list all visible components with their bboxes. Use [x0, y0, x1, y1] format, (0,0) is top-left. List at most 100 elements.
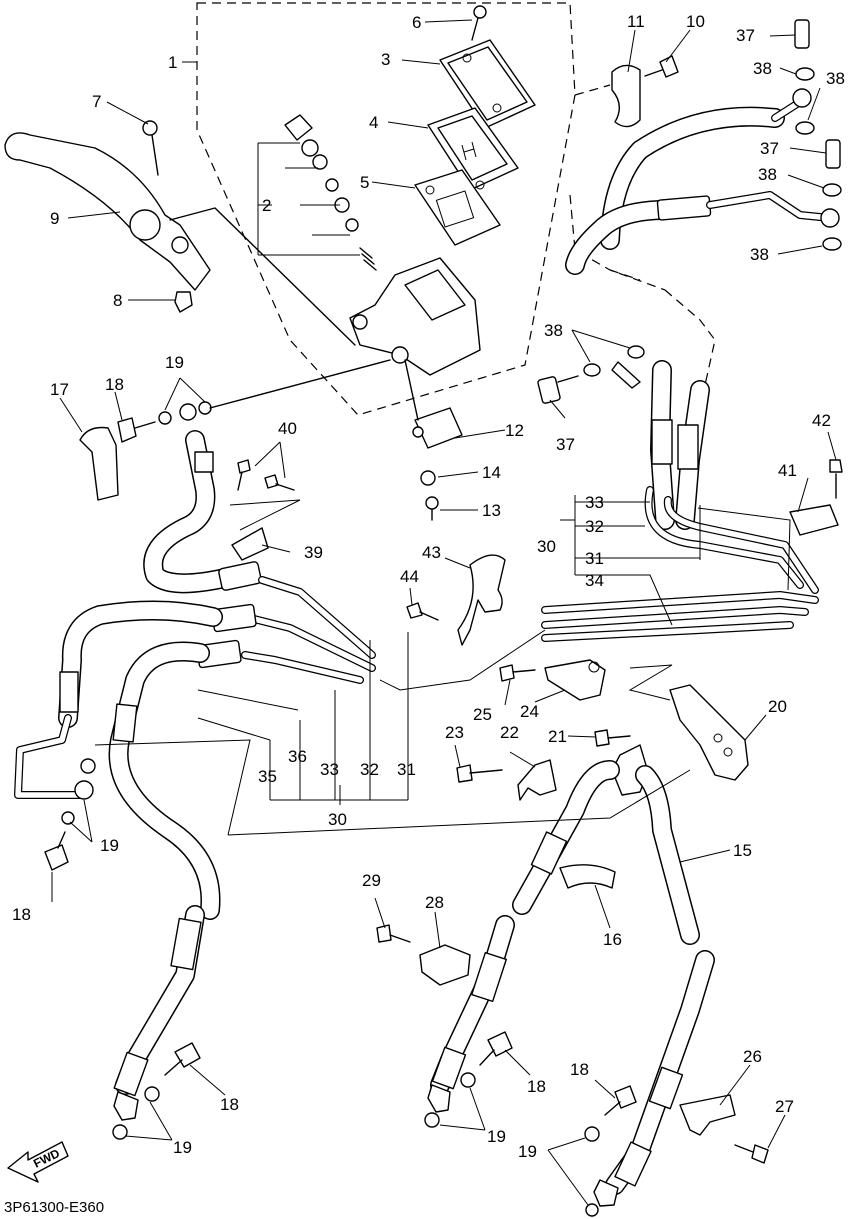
callout-4[interactable]: 4 [369, 113, 378, 132]
callout-10[interactable]: 10 [686, 12, 705, 31]
callout-26[interactable]: 26 [743, 1047, 762, 1066]
callout-34[interactable]: 34 [585, 571, 604, 590]
callout-15[interactable]: 15 [733, 841, 752, 860]
callout-19-lower-c[interactable]: 19 [518, 1142, 537, 1161]
callout-19-lower-a[interactable]: 19 [173, 1138, 192, 1157]
bolt-40 [237, 459, 295, 491]
brake-hose-right-d [593, 950, 715, 1207]
callout-42[interactable]: 42 [812, 411, 831, 430]
union-bolt-18-top [117, 417, 156, 443]
lever-nut-8 [174, 291, 193, 313]
callout-3[interactable]: 3 [381, 50, 390, 69]
callout-11[interactable]: 11 [627, 12, 645, 31]
union-bolt-18-left [44, 758, 96, 871]
callout-31-right[interactable]: 31 [585, 549, 604, 568]
brake-hose-left-lower [108, 641, 221, 920]
callout-32-left[interactable]: 32 [360, 760, 379, 779]
callout-39[interactable]: 39 [304, 543, 323, 562]
callout-33-right[interactable]: 33 [585, 493, 604, 512]
callout-19-left[interactable]: 19 [100, 836, 119, 855]
union-bolt-18-lower-a [112, 1042, 201, 1140]
callout-23[interactable]: 23 [445, 723, 464, 742]
callout-41[interactable]: 41 [778, 461, 797, 480]
callout-32-right[interactable]: 32 [585, 517, 604, 536]
callout-2[interactable]: 2 [262, 196, 271, 215]
callout-18-top[interactable]: 18 [105, 375, 124, 394]
callout-18-left[interactable]: 18 [12, 905, 31, 924]
callout-35[interactable]: 35 [258, 767, 277, 786]
callout-36[interactable]: 36 [288, 747, 307, 766]
callout-38-b[interactable]: 38 [826, 69, 845, 88]
cap-plate [427, 107, 519, 191]
callout-18-lower-b[interactable]: 18 [527, 1077, 546, 1096]
banjo-bolts-37 [537, 19, 841, 404]
bolt-21 [594, 729, 631, 747]
reservoir-cap [439, 39, 536, 129]
brake-pipes-right [541, 486, 819, 642]
callout-22[interactable]: 22 [500, 723, 519, 742]
gasket-guide-line [209, 359, 391, 409]
callout-38-e[interactable]: 38 [544, 321, 563, 340]
brake-hose-right-c [427, 915, 515, 1113]
callout-29[interactable]: 29 [362, 871, 381, 890]
callout-37-b[interactable]: 37 [760, 139, 779, 158]
callout-25[interactable]: 25 [473, 705, 492, 724]
bracket-41 [789, 504, 839, 536]
callout-5[interactable]: 5 [360, 173, 369, 192]
diaphragm [414, 169, 501, 246]
callout-28[interactable]: 28 [425, 893, 444, 912]
callout-8[interactable]: 8 [113, 291, 122, 310]
union-bolt-18-lower-c [584, 1085, 637, 1217]
callout-13[interactable]: 13 [482, 501, 501, 520]
callout-37-c[interactable]: 37 [556, 435, 575, 454]
gasket-19-top-b [179, 403, 197, 421]
callout-30-right[interactable]: 30 [537, 537, 556, 556]
callout-18-lower-c[interactable]: 18 [570, 1060, 589, 1079]
callout-43[interactable]: 43 [422, 543, 441, 562]
callout-18-lower-a[interactable]: 18 [220, 1095, 239, 1114]
callout-38-a[interactable]: 38 [753, 59, 772, 78]
master-cylinder-assembly-boundary [196, 2, 716, 416]
callout-14[interactable]: 14 [482, 463, 501, 482]
callout-38-c[interactable]: 38 [758, 165, 777, 184]
callout-17[interactable]: 17 [50, 380, 69, 399]
callout-6[interactable]: 6 [412, 13, 421, 32]
callout-40[interactable]: 40 [278, 419, 297, 438]
bolt-44 [406, 602, 439, 621]
union-bolt-18-lower-b [424, 1031, 513, 1128]
forward-direction-arrow[interactable]: FWD [7, 1141, 69, 1183]
callout-37-a[interactable]: 37 [736, 26, 755, 45]
brake-pipe-bundle [241, 576, 376, 684]
callout-16[interactable]: 16 [603, 930, 622, 949]
callout-27[interactable]: 27 [775, 1097, 794, 1116]
brake-hose-master [143, 430, 262, 594]
callout-33-left[interactable]: 33 [320, 760, 339, 779]
callout-9[interactable]: 9 [50, 209, 59, 228]
lever-guide-line [169, 207, 356, 346]
bolt-10 [644, 55, 679, 78]
holder-11 [611, 64, 641, 128]
clamp-43 [457, 554, 506, 646]
brake-hose-right-a [512, 760, 620, 915]
callout-leaders [51, 19, 837, 1206]
callout-21[interactable]: 21 [548, 727, 567, 746]
callout-24[interactable]: 24 [520, 702, 539, 721]
callout-1[interactable]: 1 [168, 53, 177, 72]
callout-38-d[interactable]: 38 [750, 245, 769, 264]
union-bolt-13 [425, 496, 439, 521]
callout-19-lower-b[interactable]: 19 [487, 1127, 506, 1146]
callout-19-top[interactable]: 19 [165, 353, 184, 372]
callout-44[interactable]: 44 [400, 567, 419, 586]
bracket-39 [231, 527, 269, 561]
washers-38 [583, 67, 842, 389]
bolt-42 [829, 459, 843, 499]
callout-7[interactable]: 7 [92, 92, 101, 111]
master-cylinder-body [349, 257, 481, 376]
bracket-20 [669, 684, 749, 781]
callout-30-left[interactable]: 30 [328, 810, 347, 829]
callout-31-left[interactable]: 31 [397, 760, 416, 779]
callout-20[interactable]: 20 [768, 697, 787, 716]
bolt-27 [734, 1144, 769, 1164]
callout-12[interactable]: 12 [505, 421, 524, 440]
gasket-19-top-a [158, 411, 172, 425]
